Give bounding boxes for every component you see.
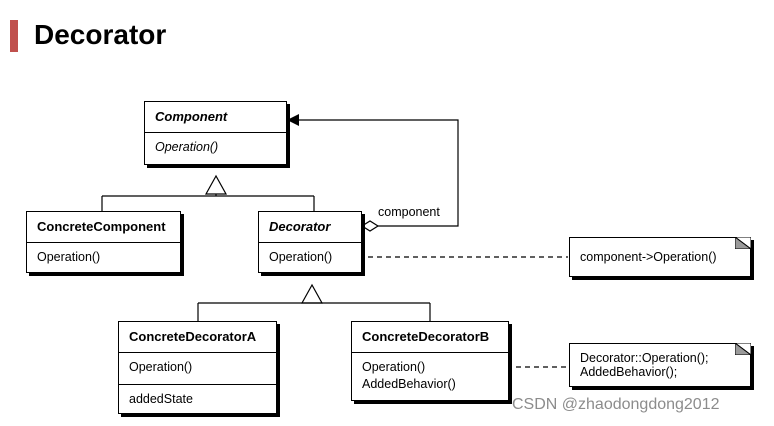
class-component-operation: Operation() <box>155 140 219 154</box>
class-concrete-decorator-a-operation: Operation() <box>119 353 276 385</box>
aggregation-arrowhead <box>287 114 299 126</box>
note-decorator-b-line-2: AddedBehavior(); <box>580 365 678 379</box>
watermark: CSDN @zhaodongdong2012 <box>512 396 720 413</box>
class-concrete-component-name: ConcreteComponent <box>27 212 180 243</box>
class-concrete-decorator-b-operations: Operation() AddedBehavior() <box>352 353 508 401</box>
class-concrete-component-operation: Operation() <box>37 250 101 264</box>
aggregation-line <box>298 119 459 227</box>
class-concrete-decorator-a-name: ConcreteDecoratorA <box>119 322 276 353</box>
class-concrete-decorator-b-added-behavior: AddedBehavior() <box>362 377 456 391</box>
class-concrete-decorator-a-attribute: addedState <box>129 392 193 406</box>
note-fold-icon <box>735 343 751 355</box>
class-decorator: Decorator Operation() <box>258 211 362 273</box>
class-component: Component Operation() <box>144 101 287 165</box>
note-decorator-b-line-1: Decorator::Operation(); <box>580 351 709 365</box>
class-concrete-decorator-b: ConcreteDecoratorB Operation() AddedBeha… <box>351 321 509 401</box>
class-concrete-decorator-a: ConcreteDecoratorA Operation() addedStat… <box>118 321 277 414</box>
class-component-name: Component <box>145 102 286 133</box>
association-label: component <box>378 205 440 219</box>
class-concrete-decorator-b-name: ConcreteDecoratorB <box>352 322 508 353</box>
class-concrete-component: ConcreteComponent Operation() <box>26 211 181 273</box>
note-decorator-operation: component->Operation() <box>569 237 751 277</box>
title-accent-bar <box>10 20 18 52</box>
note-decorator-b-operation: Decorator::Operation(); AddedBehavior(); <box>569 343 751 387</box>
note-fold-icon <box>735 237 751 249</box>
class-concrete-decorator-b-operation: Operation() <box>362 360 426 374</box>
inheritance-triangle-component <box>204 174 228 195</box>
class-decorator-name: Decorator <box>259 212 361 243</box>
inheritance-triangle-decorator <box>300 283 324 304</box>
note-decorator-operation-text: component->Operation() <box>580 250 717 264</box>
aggregation-diamond <box>360 220 380 232</box>
page-title: Decorator <box>34 19 167 50</box>
class-decorator-operation: Operation() <box>269 250 333 264</box>
